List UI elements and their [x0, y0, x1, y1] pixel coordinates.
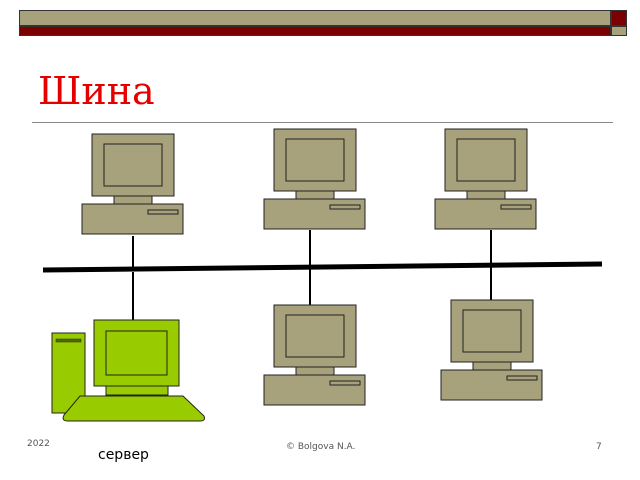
workstation-top-left	[81, 133, 184, 235]
header-bar-red	[19, 26, 611, 36]
title-divider	[32, 122, 613, 123]
footer-page-number: 7	[596, 442, 602, 452]
workstation-bottom-right	[440, 299, 543, 401]
workstation-top-right	[434, 128, 537, 230]
workstation-top-middle	[263, 128, 366, 230]
slide-title: Шина	[38, 69, 155, 113]
server-label: сервер	[98, 447, 149, 463]
footer-author: © Bolgova N.A.	[286, 442, 356, 452]
header-bar-olive	[19, 10, 611, 26]
bus-line	[42, 261, 603, 273]
footer-year: 2022	[27, 439, 50, 449]
workstation-bottom-middle	[263, 304, 366, 406]
server-keyboard	[62, 395, 205, 422]
header-bar-olive-square	[611, 26, 627, 36]
header-bar-red-square	[611, 10, 627, 26]
server	[51, 319, 205, 422]
